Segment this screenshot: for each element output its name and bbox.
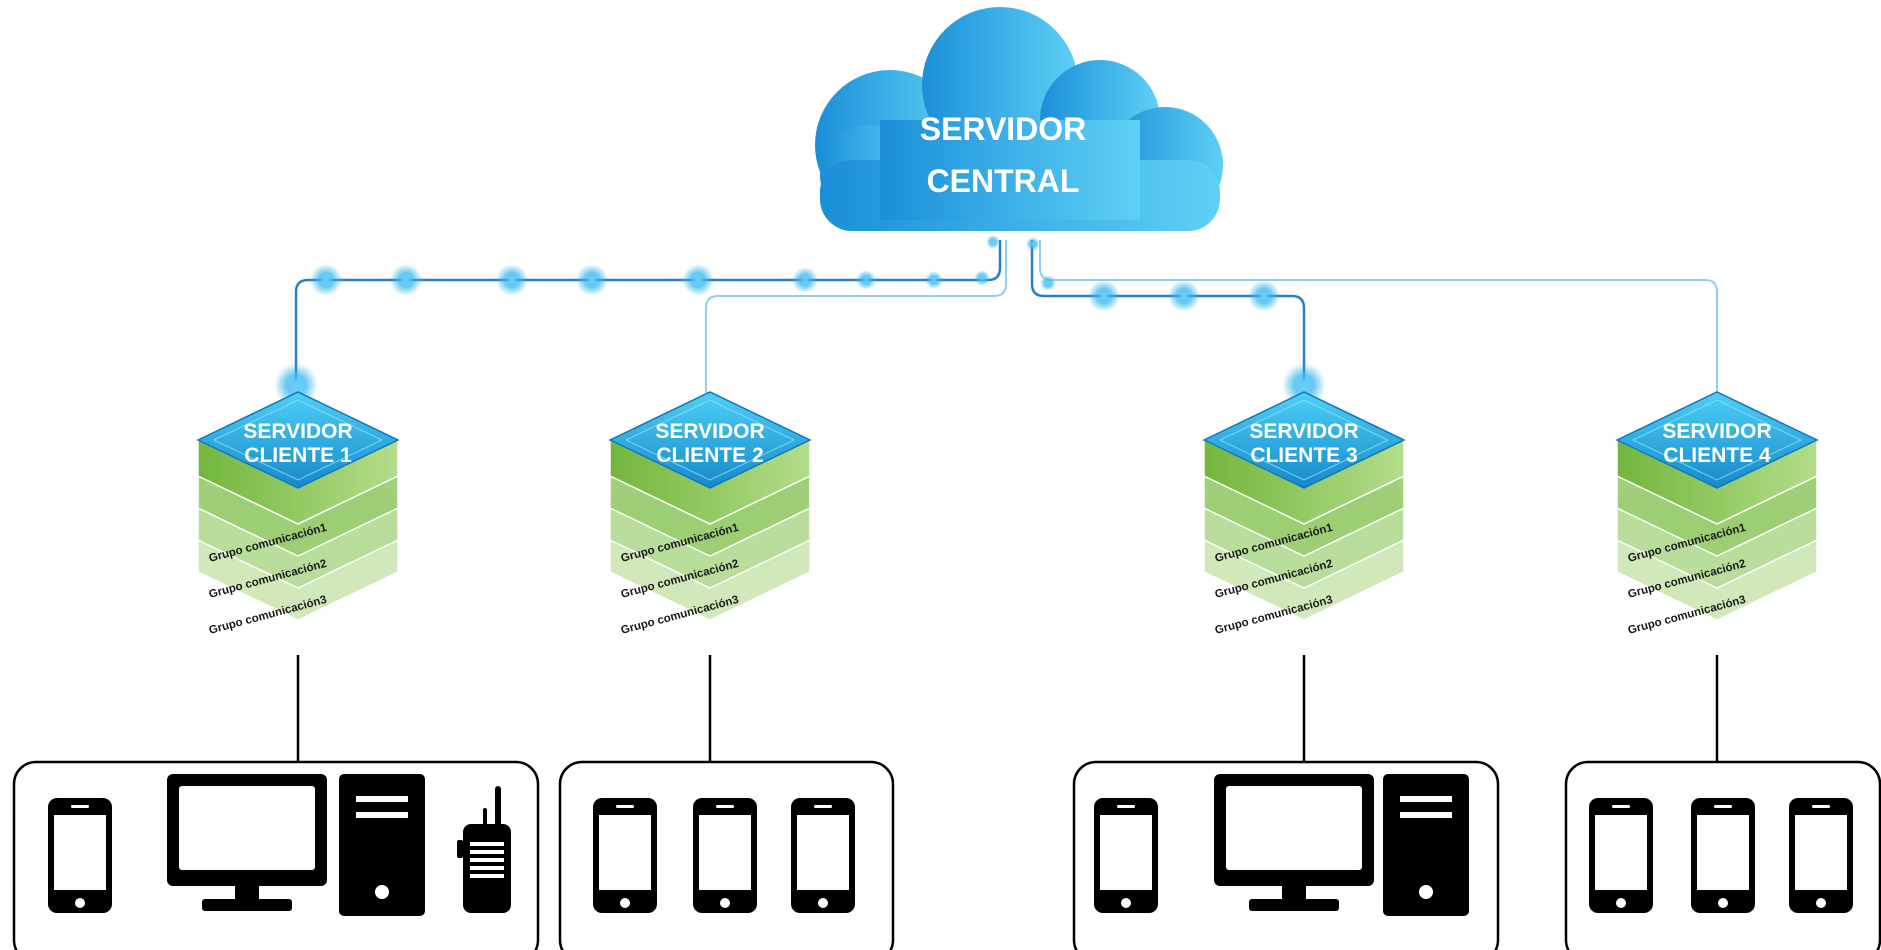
client-server-label-line1: SERVIDOR xyxy=(655,420,764,443)
link-central-to-client-2 xyxy=(705,240,1007,393)
device-panels xyxy=(12,760,1881,950)
pc-tower-icon xyxy=(339,774,425,916)
client-server-label-line2: CLIENTE 4 xyxy=(1663,444,1771,467)
central-server-label-line1: SERVIDOR xyxy=(920,111,1087,147)
pc-tower-icon xyxy=(1383,774,1469,916)
smartphone-icon xyxy=(1589,798,1653,913)
client-server-label-line2: CLIENTE 3 xyxy=(1250,444,1357,467)
link-central-to-client-4 xyxy=(1039,240,1718,393)
central-server-cloud: SERVIDOR CENTRAL xyxy=(815,7,1223,231)
smartphone-icon xyxy=(693,798,757,913)
connection-lines xyxy=(294,240,1719,762)
smartphone-icon xyxy=(791,798,855,913)
device-panel-2 xyxy=(558,760,895,950)
device-panel-4 xyxy=(1564,760,1881,950)
central-server-label-line2: CENTRAL xyxy=(927,163,1080,199)
smartphone-icon xyxy=(1789,798,1853,913)
smartphone-icon xyxy=(1691,798,1755,913)
client-server-label-line1: SERVIDOR xyxy=(1662,420,1771,443)
client-server-label-line1: SERVIDOR xyxy=(243,420,352,443)
client-server-label-line2: CLIENTE 2 xyxy=(656,444,763,467)
link-central-to-client-1 xyxy=(294,240,1002,385)
smartphone-icon xyxy=(1094,798,1158,913)
smartphone-icon xyxy=(48,798,112,913)
desktop-monitor-icon xyxy=(1214,774,1374,911)
smartphone-icon xyxy=(593,798,657,913)
client-server-label-line2: CLIENTE 1 xyxy=(244,444,352,467)
data-flow-glows xyxy=(274,235,1326,407)
walkie-talkie-icon xyxy=(457,786,511,913)
client-server-label-line1: SERVIDOR xyxy=(1249,420,1358,443)
link-central-to-client-3 xyxy=(1030,240,1306,385)
desktop-monitor-icon xyxy=(167,774,327,911)
device-panel-3 xyxy=(1072,760,1500,950)
device-panel-1 xyxy=(12,760,540,950)
